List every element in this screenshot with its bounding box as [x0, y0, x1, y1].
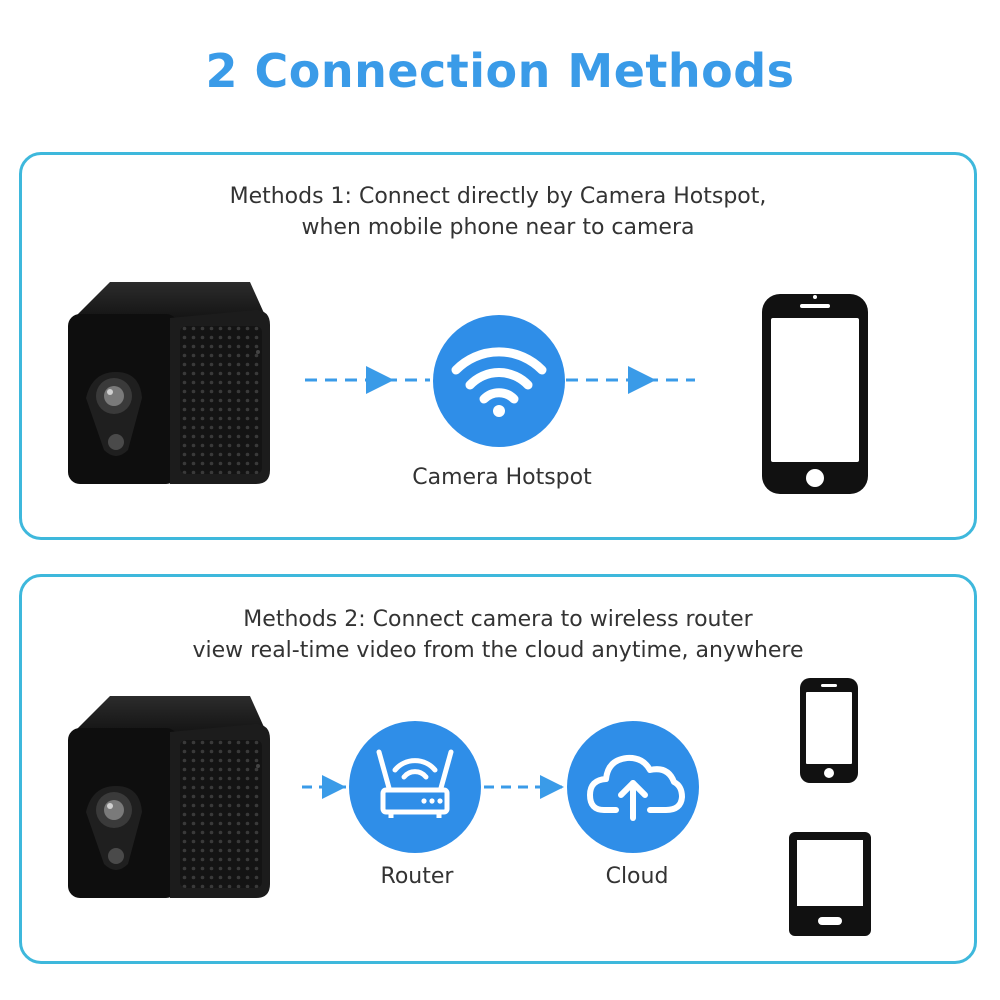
smartphone-small-icon: [800, 678, 858, 783]
cloud-upload-icon: [567, 721, 699, 853]
tablet-icon: [789, 832, 871, 936]
hotspot-label: Camera Hotspot: [412, 465, 592, 490]
arrow-camera-to-hotspot: [305, 366, 430, 394]
method-2-line-2: view real-time video from the cloud anyt…: [192, 638, 804, 663]
router-label: Router: [380, 864, 454, 889]
page-title: 2 Connection Methods: [205, 44, 795, 98]
camera-2-icon: [68, 696, 270, 898]
router-icon: [349, 721, 481, 853]
arrow-camera-to-router: [302, 775, 348, 799]
method-1-line-2: when mobile phone near to camera: [301, 215, 695, 240]
method-1-line-1: Methods 1: Connect directly by Camera Ho…: [229, 184, 767, 209]
method-2-description: Methods 2: Connect camera to wireless ro…: [22, 604, 974, 666]
method-1-description: Methods 1: Connect directly by Camera Ho…: [22, 181, 974, 243]
cloud-label: Cloud: [605, 864, 669, 889]
arrow-hotspot-to-phone: [566, 366, 695, 394]
smartphone-icon: [762, 294, 868, 494]
camera-1-icon: [68, 282, 270, 484]
wifi-icon: [433, 315, 565, 447]
arrow-router-to-cloud: [484, 775, 567, 799]
method-2-line-1: Methods 2: Connect camera to wireless ro…: [243, 607, 753, 632]
